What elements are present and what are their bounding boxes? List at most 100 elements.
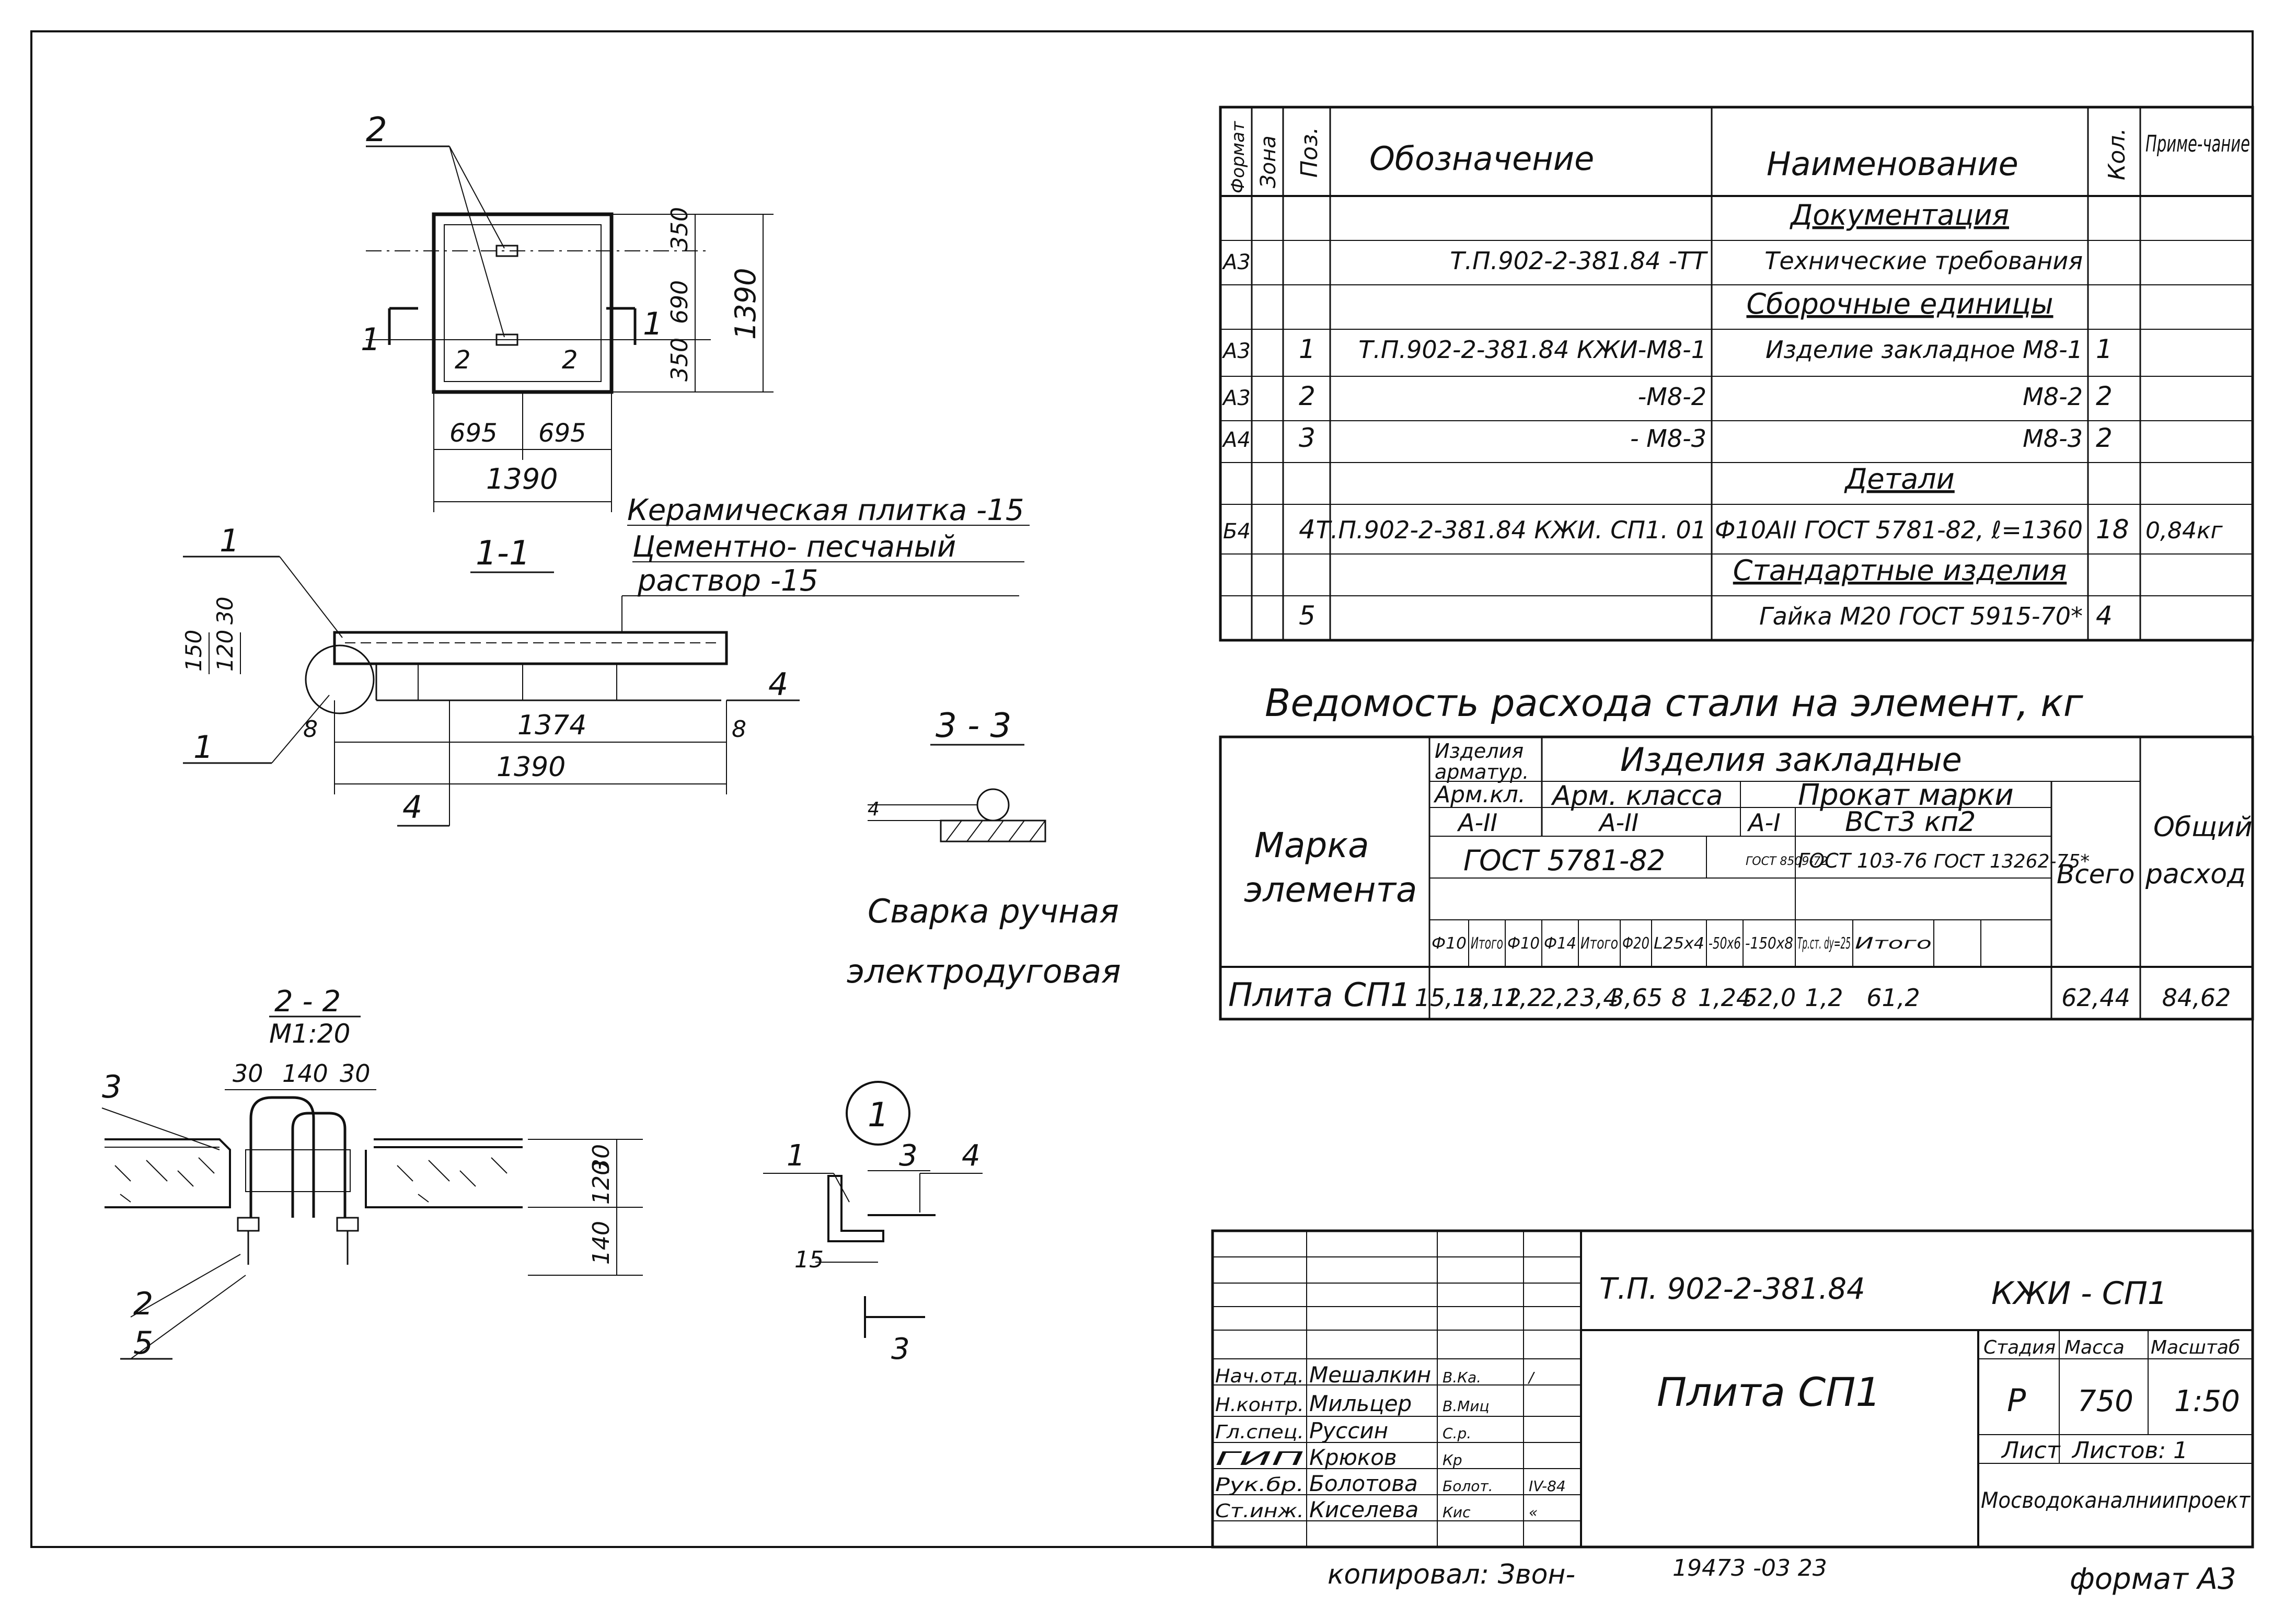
plan-dim-v-3: 350 (666, 338, 693, 382)
steel-h-izd-arm-2: арматур. (1435, 760, 1529, 783)
steel-sub-header: Ф14 (1544, 934, 1576, 953)
steel-row-value: 1,2 (1805, 984, 1843, 1012)
tb-signature: Болот. (1443, 1477, 1493, 1495)
spec-cell-pos: 3 (1299, 423, 1316, 453)
sec22-dim-right-2: 120 (588, 1161, 615, 1205)
footer-format: формат А3 (2070, 1562, 2236, 1596)
sec33-dim: 4 (868, 799, 880, 820)
tb-name: Плита СП1 (1657, 1369, 1881, 1415)
steel-row-value: 1,24 (1698, 984, 1751, 1012)
tb-role: Н.контр. (1215, 1394, 1304, 1416)
sec11-dim-h-2: 1374 (517, 710, 586, 741)
sec11-dim-h-3: 8 (732, 716, 746, 743)
spec-cell-name: Технические требования (1764, 247, 2083, 275)
section-mark-right: 1 (643, 306, 663, 342)
tb-signature: В.Миц (1443, 1398, 1490, 1415)
spec-cell-qty: 2 (2096, 423, 2113, 453)
local-mark-left: 2 (455, 345, 471, 375)
tb-role: ГИП (1215, 1448, 1304, 1470)
tb-scale: 1:50 (2174, 1384, 2240, 1418)
spec-cell-qty: 1 (2096, 334, 2113, 364)
steel-sub-header: Итого (1580, 934, 1618, 953)
tb-person-name: Крюков (1309, 1445, 1397, 1470)
steel-sub-header: L25x4 (1654, 934, 1704, 953)
node1-callout-4: 4 (962, 1139, 980, 1173)
sec22-callout-5: 5 (133, 1325, 153, 1361)
spec-cell-format: А3 (1221, 339, 1251, 363)
spec-row-lines (1220, 240, 2253, 596)
steel-col-mark-2: элемента (1244, 870, 1417, 910)
spec-cell-pos: 1 (1299, 334, 1316, 364)
sec11-callout-4a: 4 (768, 666, 788, 703)
steel-sub-header: -150x8 (1745, 934, 1793, 953)
spec-cell-name: М8-3 (2023, 424, 2083, 453)
spec-section-heading: Документация (1790, 199, 2009, 232)
spec-cell-designation: -М8-2 (1638, 383, 1706, 411)
tb-mass-label: Масса (2064, 1337, 2125, 1358)
spec-cell-name: М8-2 (2023, 383, 2083, 411)
plan-callout: 2 (366, 111, 387, 149)
section-2-2-title: 2 - 2 (274, 985, 341, 1019)
sec22-callout-2: 2 (133, 1286, 153, 1322)
spec-cell-format: А3 (1221, 250, 1251, 274)
steel-row-value: 8 (1671, 984, 1687, 1012)
steel-row-value: 52,0 (1743, 984, 1796, 1012)
plan-dim-h-total: 1390 (486, 463, 558, 495)
steel-sub-header: Ф10 (1432, 934, 1467, 953)
tb-mark: КЖИ - СП1 (1991, 1275, 2167, 1312)
plan-view: 2 1 1 2 2 350 690 350 1390 695 695 1390 (361, 111, 774, 512)
node-1: 1 1 3 4 15 3 (763, 1081, 983, 1366)
sec11-dim-h-4: 1390 (497, 752, 566, 783)
spec-cell-qty: 4 (2096, 601, 2113, 631)
tb-date: « (1529, 1504, 1538, 1521)
node1-callout-1: 1 (787, 1139, 805, 1173)
footer-copied: копировал: Звон- (1328, 1559, 1575, 1590)
title-block-grid-rows (1213, 1256, 1581, 1521)
tb-person-name: Мильцер (1309, 1391, 1412, 1416)
plan-dim-h-2: 695 (538, 419, 586, 448)
spec-cell-designation: Т.П.902-2-381.84 КЖИ-М8-1 (1358, 336, 1706, 364)
tb-role: Нач.отд. (1215, 1366, 1304, 1387)
sec11-dim-v-2: 120 (212, 630, 238, 672)
spec-header-pos: Поз. (1296, 127, 1323, 178)
spec-header-zone: Зона (1256, 135, 1280, 188)
steel-h-arm-kl: Арм.кл. (1433, 781, 1526, 808)
steel-h-a2-b: А-II (1598, 809, 1639, 837)
sec22-dim-top-2: 140 (282, 1059, 328, 1088)
tb-date: / (1527, 1369, 1535, 1386)
spec-header-name: Наименование (1767, 145, 2018, 183)
sec11-callout-1b: 1 (193, 729, 213, 766)
steel-row-value: 2,2 (1541, 984, 1579, 1012)
spec-cell-qty: 18 (2096, 514, 2129, 545)
tb-person-name: Болотова (1309, 1471, 1418, 1496)
steel-table: Марка элемента Изделия арматур. Изделия … (1219, 735, 2254, 1021)
local-mark-right: 2 (562, 345, 578, 375)
steel-row-value: 1,2 (1504, 984, 1542, 1012)
steel-sub-header: Ф20 (1622, 934, 1649, 953)
spec-header-format: Формат (1228, 121, 1249, 193)
sec11-dim-h-1: 8 (303, 716, 318, 743)
spec-header-qty: Кол. (2104, 128, 2130, 180)
steel-h-gost5781: ГОСТ 5781-82 (1463, 844, 1665, 877)
spec-section-heading: Детали (1844, 463, 1955, 495)
spec-cell-pos: 5 (1299, 601, 1316, 631)
section-mark-left: 1 (361, 321, 380, 358)
tb-sheet-label: Лист (2001, 1437, 2061, 1464)
section-1-1: 1-1 Керамическая плитка -15 Цементно- пе… (181, 493, 1030, 827)
sec11-dim-v-3: 30 (212, 597, 238, 625)
tb-signature: В.Ка. (1443, 1369, 1481, 1386)
node-1-title: 1 (868, 1096, 889, 1135)
spec-cell-designation: - М8-3 (1630, 424, 1706, 453)
steel-sub-header: Итого (1855, 934, 1932, 953)
steel-h-prokat: Прокат марки (1798, 778, 2014, 812)
node1-section-mark: 3 (891, 1332, 910, 1366)
layer-note-1: Керамическая плитка -15 (627, 493, 1024, 527)
steel-sub-header: Итого (1471, 934, 1503, 953)
sec11-callout-1a: 1 (220, 523, 239, 559)
tb-scale-label: Масштаб (2151, 1337, 2240, 1358)
steel-row-value: 15,12 (1452, 984, 1521, 1012)
tb-signature: Кис (1443, 1504, 1471, 1521)
tb-code: Т.П. 902-2-381.84 (1599, 1272, 1865, 1306)
welding-note-1: Сварка ручная (868, 892, 1119, 930)
steel-h-a1: А-I (1747, 809, 1781, 837)
